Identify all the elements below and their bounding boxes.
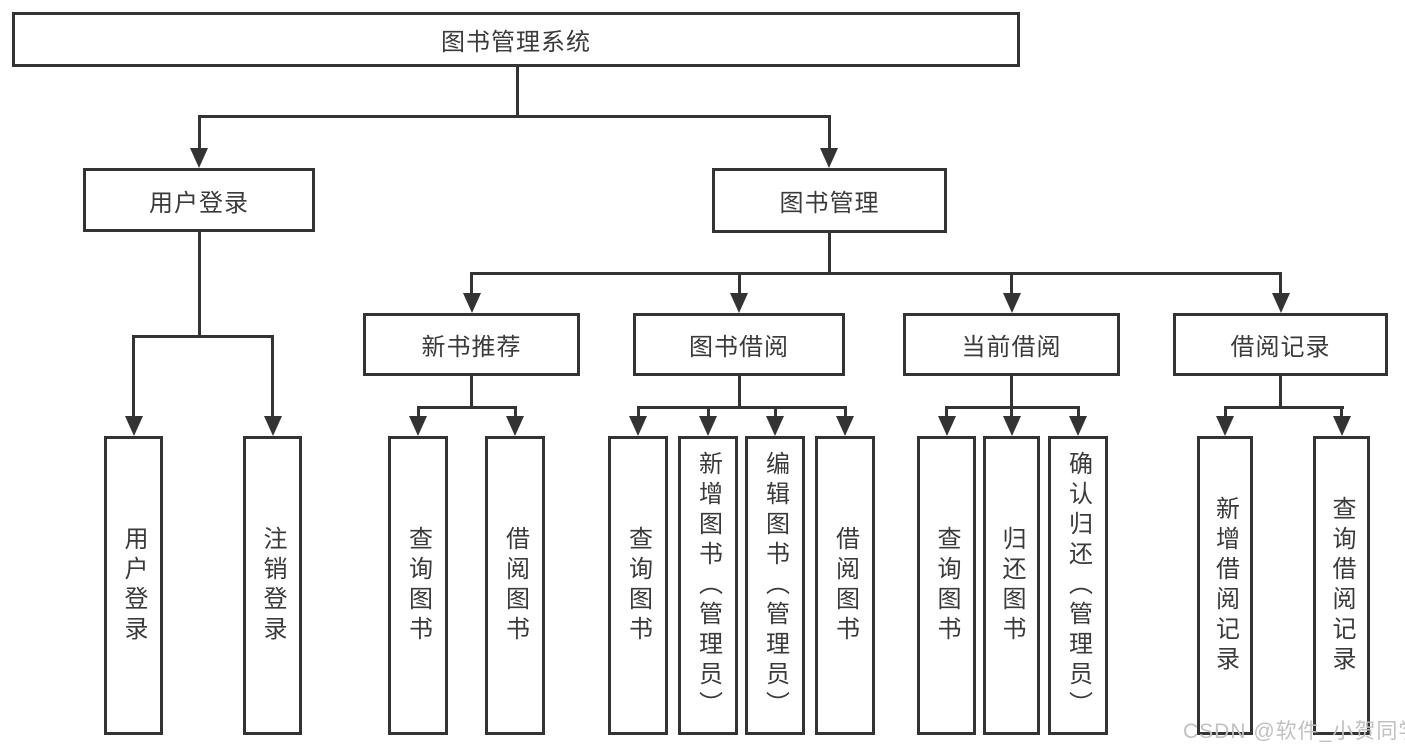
arrowhead-down [629, 416, 647, 436]
node-borrowing-edit-books-admin: 编辑图书（管理员） [745, 436, 805, 735]
node-label: 查询图书 [404, 525, 432, 646]
connector-line [706, 406, 710, 418]
node-book-borrowing: 图书借阅 [633, 313, 845, 376]
connector-line [515, 67, 519, 117]
node-user-login: 用户登录 [83, 168, 315, 232]
node-recommend-borrow-books: 借阅图书 [485, 436, 545, 735]
node-label: 新书推荐 [421, 334, 522, 361]
node-label: 注销登录 [259, 525, 286, 646]
connector-line [1010, 406, 1013, 418]
arrowhead-down [462, 293, 481, 313]
node-recommend-query-books: 查询图书 [388, 436, 448, 735]
node-logout-action: 注销登录 [243, 436, 302, 735]
node-label: 图书借阅 [689, 334, 789, 361]
arrowhead-down [699, 416, 717, 436]
connector-line [416, 406, 517, 409]
connector-line [132, 335, 135, 418]
connector-line [827, 231, 831, 274]
arrowhead-down [1332, 416, 1351, 436]
node-user-login-action: 用户登录 [104, 436, 163, 735]
arrowhead-down [820, 148, 838, 168]
connector-line [1010, 272, 1013, 295]
node-library-system: 图书管理系统 [12, 12, 1020, 67]
node-new-book-recommend: 新书推荐 [363, 313, 580, 376]
connector-line [1010, 374, 1013, 409]
node-borrowing-add-books-admin: 新增图书（管理员） [678, 436, 738, 735]
node-label: 确认归还（管理员） [1064, 450, 1092, 721]
connector-line [416, 406, 420, 418]
connector-line [1076, 406, 1080, 418]
connector-line [843, 406, 847, 418]
connector-line [737, 374, 741, 409]
node-label: 新增借阅记录 [1211, 495, 1239, 676]
csdn-watermark: CSDN @软件_小贺同学 [1183, 720, 1405, 743]
node-book-management: 图书管理 [712, 168, 947, 233]
connector-line [636, 406, 640, 418]
connector-line [737, 272, 741, 295]
node-label: 用户登录 [149, 189, 249, 217]
connector-line [271, 335, 274, 418]
connector-line [1340, 406, 1343, 418]
arrowhead-down [1069, 416, 1087, 436]
connector-line [132, 335, 274, 338]
node-label: 图书管理 [779, 190, 880, 217]
arrowhead-down [263, 416, 282, 436]
arrowhead-down [1271, 293, 1290, 313]
arrowhead-down [124, 416, 143, 436]
arrowhead-down [730, 293, 748, 313]
connector-line [513, 406, 517, 418]
node-label: 借阅记录 [1230, 334, 1331, 361]
arrowhead-down [1002, 293, 1021, 313]
connector-line [1223, 406, 1344, 409]
node-current-return-books: 归还图书 [983, 436, 1040, 735]
connector-line [827, 115, 831, 150]
node-label: 查询图书 [933, 525, 960, 646]
connector-line [1223, 406, 1227, 418]
node-label: 编辑图书（管理员） [761, 450, 789, 721]
arrowhead-down [836, 416, 854, 436]
node-label: 当前借阅 [961, 334, 1062, 361]
connector-line [1279, 374, 1282, 409]
node-records-add-borrow-record: 新增借阅记录 [1197, 436, 1253, 735]
connector-line [945, 406, 948, 418]
node-label: 查询借阅记录 [1328, 495, 1355, 676]
connector-line [1279, 272, 1282, 295]
connector-line [773, 406, 777, 418]
node-borrow-records: 借阅记录 [1173, 313, 1388, 376]
node-current-query-books: 查询图书 [917, 436, 976, 735]
connector-line [197, 115, 201, 150]
node-label: 归还图书 [998, 525, 1025, 646]
arrowhead-down [1216, 416, 1234, 436]
connector-line [197, 230, 201, 337]
connector-line [470, 272, 1282, 275]
arrowhead-down [409, 416, 427, 436]
arrowhead-down [937, 416, 956, 436]
node-label: 用户登录 [120, 525, 147, 646]
connector-line [470, 272, 473, 295]
node-label: 借阅图书 [831, 525, 859, 646]
connector-line [197, 115, 831, 118]
arrowhead-down [506, 416, 524, 436]
node-records-query-borrow-record: 查询借阅记录 [1313, 436, 1370, 735]
node-current-confirm-return-admin: 确认归还（管理员） [1048, 436, 1108, 735]
node-borrowing-query-books: 查询图书 [608, 436, 668, 735]
arrowhead-down [1002, 416, 1021, 436]
node-current-borrowing: 当前借阅 [903, 313, 1120, 376]
node-label: 图书管理系统 [441, 29, 591, 56]
arrowhead-down [190, 148, 208, 168]
connector-line [636, 406, 847, 409]
node-label: 新增图书（管理员） [694, 450, 722, 721]
node-borrowing-borrow-books: 借阅图书 [815, 436, 875, 735]
connector-line [470, 374, 473, 409]
node-label: 借阅图书 [501, 525, 529, 646]
node-label: 查询图书 [624, 525, 652, 646]
arrowhead-down [766, 416, 784, 436]
